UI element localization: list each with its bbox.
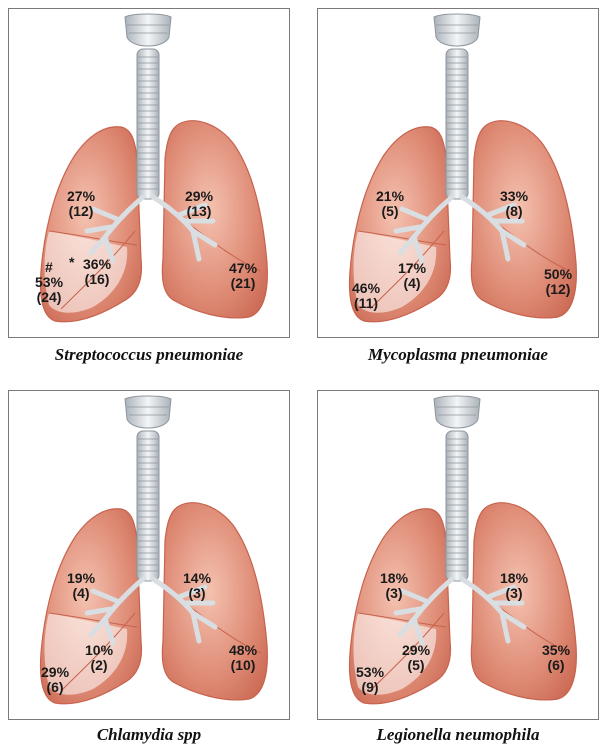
trachea: [446, 49, 468, 199]
label-left-upper-lobe: 14%(3): [183, 571, 211, 601]
count: (24): [37, 289, 62, 305]
panel-legionella: 18%(3) 29%(5) 53%(9) 18%(3) 35%(6): [317, 390, 599, 720]
count: (4): [72, 585, 89, 601]
label-left-upper-lobe: 33%(8): [500, 189, 528, 219]
caption-mycoplasma: Mycoplasma pneumoniae: [317, 345, 599, 365]
panel-streptococcus: # * 27%(12) 36%(16) 53%(24) 29%(13) 47%(…: [8, 8, 290, 338]
count: (21): [231, 275, 256, 291]
significance-mark-star: *: [69, 254, 74, 270]
caption-legionella: Legionella neumophila: [317, 725, 599, 745]
count: (4): [403, 275, 420, 291]
pct: 29%: [402, 642, 430, 658]
label-right-lower-lobe: 53%(9): [356, 665, 384, 695]
label-left-upper-lobe: 29%(13): [185, 189, 213, 219]
label-right-middle-lobe: 36%(16): [83, 257, 111, 287]
trachea: [446, 431, 468, 581]
count: (5): [381, 203, 398, 219]
pct: 48%: [229, 642, 257, 658]
label-right-middle-lobe: 17%(4): [398, 261, 426, 291]
count: (3): [505, 585, 522, 601]
label-right-middle-lobe: 10%(2): [85, 643, 113, 673]
count: (12): [69, 203, 94, 219]
label-left-upper-lobe: 18%(3): [500, 571, 528, 601]
pct: 19%: [67, 570, 95, 586]
pct: 47%: [229, 260, 257, 276]
count: (10): [231, 657, 256, 673]
count: (9): [361, 679, 378, 695]
count: (3): [385, 585, 402, 601]
pct: 35%: [542, 642, 570, 658]
count: (16): [85, 271, 110, 287]
larynx: [434, 14, 480, 46]
pct: 53%: [356, 664, 384, 680]
larynx: [125, 396, 171, 428]
count: (6): [46, 679, 63, 695]
pct: 29%: [185, 188, 213, 204]
count: (5): [407, 657, 424, 673]
pct: 29%: [41, 664, 69, 680]
pct: 18%: [500, 570, 528, 586]
pct: 50%: [544, 266, 572, 282]
caption-chlamydia: Chlamydia spp: [8, 725, 290, 745]
label-right-upper-lobe: 21%(5): [376, 189, 404, 219]
label-left-lower-lobe: 48%(10): [229, 643, 257, 673]
count: (6): [547, 657, 564, 673]
label-right-upper-lobe: 18%(3): [380, 571, 408, 601]
pct: 27%: [67, 188, 95, 204]
pct: 18%: [380, 570, 408, 586]
pct: 36%: [83, 256, 111, 272]
pct: 33%: [500, 188, 528, 204]
pct: 10%: [85, 642, 113, 658]
caption-streptococcus: Streptococcus pneumoniae: [8, 345, 290, 365]
larynx: [434, 396, 480, 428]
label-left-lower-lobe: 47%(21): [229, 261, 257, 291]
larynx: [125, 14, 171, 46]
count: (2): [90, 657, 107, 673]
label-left-lower-lobe: 35%(6): [542, 643, 570, 673]
trachea: [137, 431, 159, 581]
label-right-upper-lobe: 19%(4): [67, 571, 95, 601]
panel-mycoplasma: 21%(5) 17%(4) 46%(11) 33%(8) 50%(12): [317, 8, 599, 338]
label-right-lower-lobe: 46%(11): [352, 281, 380, 311]
count: (8): [505, 203, 522, 219]
significance-mark-hash: #: [45, 259, 53, 275]
label-right-lower-lobe: 29%(6): [41, 665, 69, 695]
label-right-lower-lobe: 53%(24): [35, 275, 63, 305]
label-right-middle-lobe: 29%(5): [402, 643, 430, 673]
pct: 46%: [352, 280, 380, 296]
label-right-upper-lobe: 27%(12): [67, 189, 95, 219]
label-left-lower-lobe: 50%(12): [544, 267, 572, 297]
pct: 14%: [183, 570, 211, 586]
count: (13): [187, 203, 212, 219]
panel-chlamydia: 19%(4) 10%(2) 29%(6) 14%(3) 48%(10): [8, 390, 290, 720]
pct: 21%: [376, 188, 404, 204]
pct: 53%: [35, 274, 63, 290]
count: (12): [546, 281, 571, 297]
count: (3): [188, 585, 205, 601]
pct: 17%: [398, 260, 426, 276]
count: (11): [354, 295, 378, 311]
trachea: [137, 49, 159, 199]
